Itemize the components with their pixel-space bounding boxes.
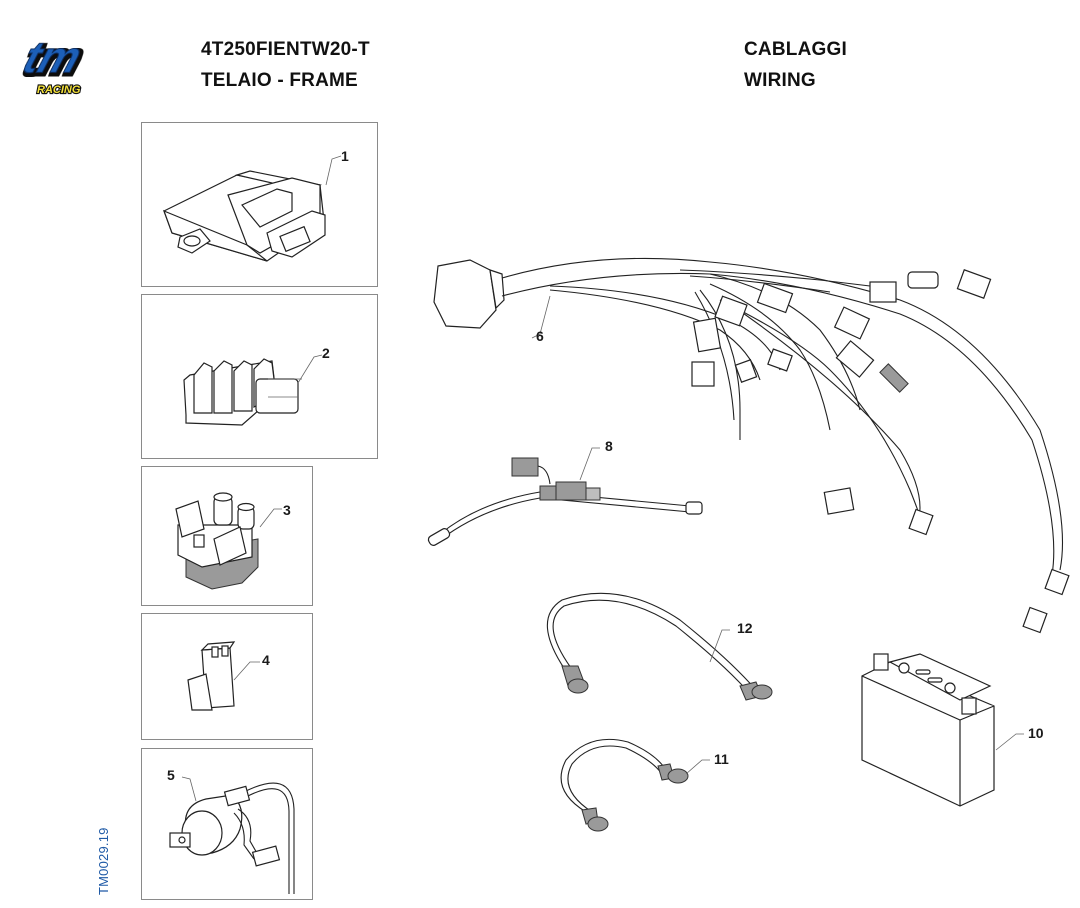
battery-cable-long-icon[interactable] [546, 592, 773, 701]
fuse-holder-icon[interactable] [427, 447, 703, 547]
callout-11: 11 [714, 751, 729, 767]
section-title: TELAIO - FRAME [201, 70, 358, 91]
callout-1: 1 [341, 148, 349, 164]
wiring-harness-drawing [427, 257, 1070, 832]
group-title-it: CABLAGGI [744, 39, 847, 60]
logo-text: tm [18, 38, 88, 82]
connector-icon [187, 641, 260, 711]
battery-icon[interactable] [861, 653, 1024, 807]
model-code: 4T250FIENTW20-T [201, 39, 370, 60]
ecu-icon [162, 155, 342, 262]
callout-5: 5 [167, 767, 175, 783]
callout-3: 3 [283, 502, 291, 518]
callout-8: 8 [605, 438, 613, 454]
part-panel-4[interactable]: 4 [141, 613, 313, 740]
logo-subtext: RACING [37, 84, 81, 96]
document-id: TM0029.19 [96, 827, 111, 895]
part-panel-5[interactable]: 5 [141, 748, 313, 900]
battery-cable-short-icon[interactable] [560, 738, 710, 832]
part-panel-1[interactable]: 1 [141, 122, 378, 287]
main-harness-icon[interactable] [433, 257, 1070, 634]
callout-2: 2 [322, 345, 330, 361]
tm-racing-logo-icon: tm RACING [17, 32, 88, 98]
part-panel-2[interactable]: 2 [141, 294, 378, 459]
part-panel-3[interactable]: 3 [141, 466, 313, 606]
wiring-diagram-area: 6 8 12 11 10 [400, 230, 1080, 908]
callout-6: 6 [536, 328, 544, 344]
group-title-en: WIRING [744, 70, 816, 91]
starter-relay-icon [175, 492, 282, 590]
ignition-coil-icon [169, 776, 295, 894]
callout-12: 12 [737, 620, 753, 636]
callout-10: 10 [1028, 725, 1044, 741]
voltage-regulator-icon [183, 354, 323, 426]
callout-4: 4 [262, 652, 270, 668]
brand-logo: tm RACING [6, 32, 132, 98]
